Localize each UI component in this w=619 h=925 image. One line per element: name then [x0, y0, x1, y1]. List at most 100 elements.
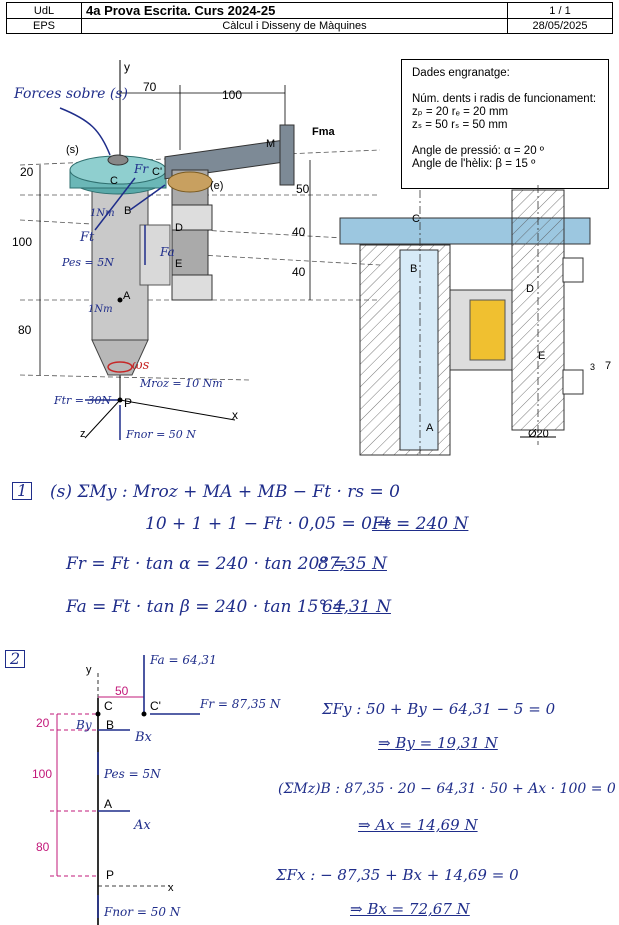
gear-data-title: Dades engranatge: — [412, 67, 510, 79]
sec-dim-7: 7 — [605, 360, 612, 372]
header-date: 28/05/2025 — [507, 18, 613, 34]
label-s: (s) — [66, 144, 79, 156]
fbd-dim-guides — [50, 713, 98, 877]
label-Cp: C' — [152, 166, 163, 178]
section-centerlines — [419, 185, 539, 455]
fbd-force-arrows — [97, 655, 200, 918]
fbd-label-C: C — [104, 699, 113, 713]
header-table: UdL 4a Prova Escrita. Curs 2024-25 1 / 1… — [6, 2, 613, 34]
sol1-line-3: Fr = Ft · tan α = 240 · tan 20° = — [66, 554, 348, 574]
sol1-line-4: Fa = Ft · tan β = 240 · tan 15° = — [66, 597, 347, 617]
label-1Nm-B: 1Nm — [90, 208, 115, 219]
sec-label-D: D — [526, 283, 534, 295]
sec-dim-dia20: Ø20 — [528, 428, 549, 440]
sec-label-C: C — [412, 213, 420, 225]
sol1-result-Ft: Ft = 240 N — [372, 514, 469, 534]
dim-100-left: 100 — [12, 235, 33, 249]
fbd-dim-100: 100 — [32, 767, 53, 781]
dim-40a: 40 — [292, 225, 306, 239]
dim-100-top: 100 — [222, 88, 243, 102]
header-school: EPS — [6, 18, 82, 34]
label-e: (e) — [210, 180, 224, 192]
label-A: A — [123, 290, 131, 302]
bolt-top — [562, 257, 584, 283]
fbd-dim-20: 20 — [36, 716, 50, 730]
sol2-eq-Fy: ΣFy : 50 + By − 64,31 − 5 = 0 — [322, 700, 556, 718]
fbd-label-P: P — [106, 868, 115, 882]
gear-teeth-row-1: zₚ = 20 rₑ = 20 mm — [412, 106, 509, 118]
axis-y: y — [124, 60, 130, 74]
label-1Nm-A: 1Nm — [88, 304, 113, 315]
sol1-line-1: (s) ΣMy : Mroz + MA + MB − Ft · rs = 0 — [50, 482, 400, 502]
fbd-label-Bx: Bx — [135, 730, 152, 745]
label-M: M — [266, 138, 276, 150]
sol2-result-By: ⇒ By = 19,31 N — [378, 734, 498, 752]
label-Pes: Pes = 5N — [62, 256, 114, 269]
label-P: P — [124, 396, 133, 410]
sol2-eq-Mz: (ΣMz)B : 87,35 · 20 − 64,31 · 50 + Ax · … — [278, 781, 616, 797]
fbd-point-C — [95, 711, 101, 717]
fbd-label-Fnor: Fnor = 50 N — [104, 905, 181, 919]
fig1-force-arrows — [59, 107, 166, 440]
gear-data-box: Dades engranatge: Núm. dents i radis de … — [401, 59, 609, 189]
fbd-label-Pes: Pes = 5N — [104, 767, 161, 781]
bolt-bottom — [562, 369, 584, 395]
sec-label-B: B — [410, 263, 418, 275]
fbd-label-Cp: C' — [150, 699, 161, 713]
rotation-arrow — [107, 361, 133, 373]
fbd-Fa: Fa = 64,31 — [150, 653, 217, 667]
sol1-result-Fa: 64,31 N — [322, 597, 391, 617]
label-Fa: Fa — [160, 245, 175, 259]
axis-z: z — [80, 428, 86, 440]
gear-teeth-row-2: zₛ = 50 rₛ = 50 mm — [412, 119, 508, 131]
fbd-label-Ax: Ax — [134, 818, 151, 833]
fbd-point-Cp — [141, 711, 147, 717]
fbd-label-By: By — [76, 718, 92, 732]
label-Fnor: Fnor = 50 N — [126, 428, 196, 441]
point-A-dot — [117, 297, 123, 303]
sec-dim-3: 3 — [590, 362, 596, 372]
sol2-result-Bx: ⇒ Bx = 72,67 N — [350, 900, 470, 918]
fbd-dim-50: 50 — [115, 684, 129, 698]
arm-e — [139, 124, 295, 301]
label-D: D — [175, 222, 183, 234]
label-B: B — [124, 205, 132, 217]
gear-teeth-title: Núm. dents i radis de funcionament: — [412, 93, 597, 105]
gear-helix-angle: Angle de l'hèlix: β = 15 º — [412, 158, 536, 170]
fbd-axis-y: y — [86, 664, 92, 676]
shaft-section — [399, 249, 439, 451]
fbd-axes — [97, 670, 170, 887]
sol2-eq-Fx: ΣFx : − 87,35 + Bx + 14,69 = 0 — [276, 866, 519, 884]
solution-2-number: 2 — [5, 650, 26, 668]
label-Fma: Fma — [312, 126, 335, 138]
fbd-dim-80: 80 — [36, 840, 50, 854]
bracket-section — [469, 299, 506, 361]
top-dims — [120, 85, 286, 150]
sec-label-A: A — [426, 422, 434, 434]
forces-label: Forces sobre (s) — [14, 86, 128, 102]
sol1-result-Fr: 87,35 N — [318, 554, 387, 574]
label-ws: ωs — [132, 358, 150, 373]
dim-50: 50 — [296, 182, 310, 196]
label-Ftr: Ftr = 30N — [54, 394, 112, 407]
fbd-axis-x: x — [168, 882, 174, 894]
sol1-line-2: 10 + 1 + 1 − Ft · 0,05 = 0 ⇒ — [145, 514, 392, 534]
fbd-label-A: A — [104, 797, 113, 811]
dim-80: 80 — [18, 323, 32, 337]
shaft-s — [69, 154, 167, 376]
label-Mroz: Mroz = 10 Nm — [140, 377, 223, 390]
label-C: C — [110, 175, 118, 187]
dim-20: 20 — [20, 165, 34, 179]
header-subject: Càlcul i Disseny de Màquines — [81, 18, 508, 34]
label-E: E — [175, 258, 183, 270]
dim-40b: 40 — [292, 265, 306, 279]
fbd-Fr: Fr = 87,35 N — [200, 697, 281, 711]
label-Ft: Ft — [80, 230, 95, 245]
label-Fr: Fr — [134, 162, 149, 176]
gear-pressure-angle: Angle de pressió: α = 20 º — [412, 145, 544, 157]
sec-label-E: E — [538, 350, 546, 362]
solution-1-number: 1 — [12, 482, 33, 500]
